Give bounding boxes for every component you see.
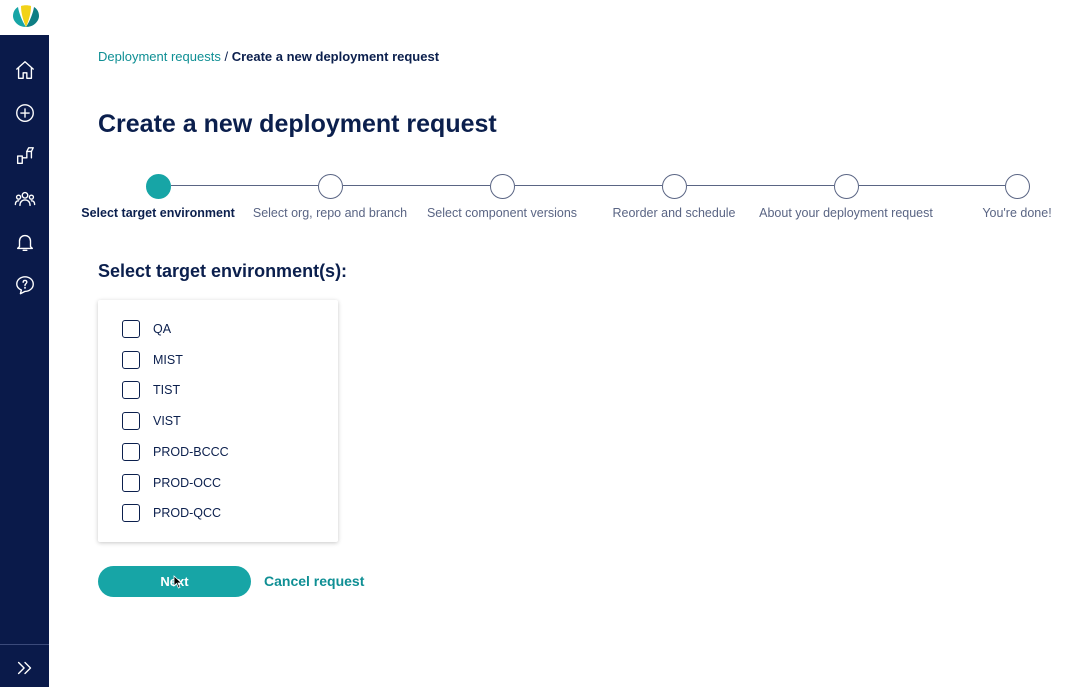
help-icon[interactable]: [12, 272, 37, 297]
environment-option[interactable]: MIST: [122, 350, 183, 370]
step-circle-3: [489, 174, 515, 199]
environment-label: PROD-BCCC: [153, 444, 229, 459]
environment-checkbox[interactable]: [122, 320, 140, 338]
environment-option[interactable]: PROD-QCC: [122, 503, 221, 523]
breadcrumb: Deployment requests / Create a new deplo…: [98, 49, 439, 64]
step-label-5: About your deployment request: [759, 206, 933, 220]
stepper-connector: [858, 185, 1005, 186]
step-label-3: Select component versions: [426, 206, 578, 220]
environment-label: PROD-OCC: [153, 475, 222, 490]
step-label-2: Select org, repo and branch: [252, 206, 408, 220]
page-title: Create a new deployment request: [98, 110, 497, 138]
step-label-6: You're done!: [982, 206, 1052, 220]
section-heading: Select target environment(s):: [98, 261, 348, 281]
environment-checkbox[interactable]: [122, 350, 140, 369]
step-label-4: Reorder and schedule: [612, 206, 736, 220]
stepper-connector: [170, 185, 318, 186]
environment-list: QA MIST TIST VIST PROD-BCCC PROD-OCC PROD-QCC: [98, 300, 338, 542]
mouse-pointer-icon: [173, 575, 183, 589]
environment-option[interactable]: PROD-OCC: [122, 473, 221, 493]
environment-checkbox[interactable]: [122, 504, 140, 523]
stepper-connector: [342, 185, 490, 186]
environment-checkbox[interactable]: [122, 412, 140, 431]
sidebar-divider: [0, 644, 49, 645]
stepper-connector: [514, 185, 662, 186]
breadcrumb-current: Create a new deployment request: [231, 49, 440, 64]
environment-option[interactable]: QA: [122, 319, 171, 339]
deploy-icon[interactable]: [12, 143, 37, 168]
breadcrumb-parent-link[interactable]: Deployment requests: [98, 49, 221, 64]
environment-label: PROD-QCC: [153, 506, 222, 521]
step-circle-6: [1004, 174, 1030, 199]
environment-label: TIST: [153, 383, 181, 398]
step-circle-2: [317, 174, 343, 199]
environment-checkbox[interactable]: [122, 442, 140, 461]
environment-label: MIST: [153, 352, 183, 367]
home-icon[interactable]: [12, 57, 37, 82]
team-icon[interactable]: [12, 186, 37, 211]
environment-checkbox[interactable]: [122, 473, 140, 492]
stepper-connector: [686, 185, 834, 186]
environment-option[interactable]: VIST: [122, 411, 181, 431]
plus-circle-icon[interactable]: [12, 100, 37, 125]
double-chevron-right-icon[interactable]: [12, 655, 37, 680]
environment-label: QA: [153, 322, 172, 336]
step-circle-4: [661, 174, 687, 199]
environment-option[interactable]: TIST: [122, 380, 180, 400]
app-logo-icon: [13, 5, 39, 27]
environment-option[interactable]: PROD-BCCC: [122, 442, 229, 462]
step-circle-1: [145, 174, 171, 199]
breadcrumb-separator: /: [220, 49, 232, 64]
logo-area: [0, 0, 49, 35]
bell-icon[interactable]: [12, 229, 37, 254]
environment-checkbox[interactable]: [122, 381, 140, 400]
stepper: Select target environment Select org, rep…: [0, 172, 1080, 232]
sidebar: [0, 35, 49, 687]
environment-label: VIST: [153, 414, 181, 429]
cancel-request-link[interactable]: Cancel request: [264, 573, 365, 589]
step-label-1: Select target environment: [81, 206, 235, 220]
step-circle-5: [833, 174, 859, 199]
